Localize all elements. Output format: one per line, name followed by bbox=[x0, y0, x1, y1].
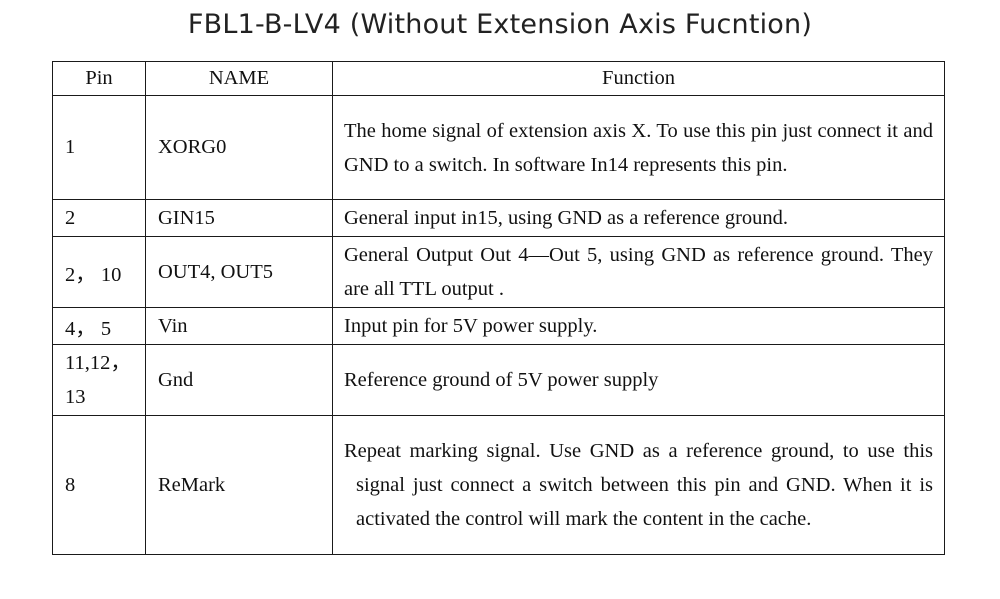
table-row: 4， 5 Vin Input pin for 5V power supply. bbox=[52, 307, 945, 345]
pin-cell: 8 bbox=[52, 415, 146, 555]
table-row: 2， 10 OUT4, OUT5 General Output Out 4—Ou… bbox=[52, 236, 945, 308]
pin-cell: 1 bbox=[52, 95, 146, 200]
name-cell: Vin bbox=[145, 307, 333, 345]
pin-cell: 4， 5 bbox=[52, 307, 146, 345]
table-header-row: Pin NAME Function bbox=[52, 61, 945, 96]
column-header-pin: Pin bbox=[52, 61, 146, 96]
name-cell: Gnd bbox=[145, 344, 333, 416]
column-header-function: Function bbox=[332, 61, 945, 96]
table-row: 1 XORG0 The home signal of extension axi… bbox=[52, 95, 945, 200]
pin-cell: 2 bbox=[52, 199, 146, 237]
function-cell: Repeat marking signal. Use GND as a refe… bbox=[332, 415, 945, 555]
function-cell: The home signal of extension axis X. To … bbox=[332, 95, 945, 200]
function-cell: General input in15, using GND as a refer… bbox=[332, 199, 945, 237]
table-row: 8 ReMark Repeat marking signal. Use GND … bbox=[52, 415, 945, 555]
pin-table: Pin NAME Function 1 XORG0 The home signa… bbox=[52, 61, 945, 555]
table-row: 2 GIN15 General input in15, using GND as… bbox=[52, 199, 945, 237]
function-cell: Input pin for 5V power supply. bbox=[332, 307, 945, 345]
name-cell: XORG0 bbox=[145, 95, 333, 200]
pin-cell: 2， 10 bbox=[52, 236, 146, 308]
name-cell: ReMark bbox=[145, 415, 333, 555]
name-cell: GIN15 bbox=[145, 199, 333, 237]
page-title: FBL1-B-LV4 (Without Extension Axis Fucnt… bbox=[187, 9, 813, 40]
pin-cell: 11,12，13 bbox=[52, 344, 146, 416]
table-row: 11,12，13 Gnd Reference ground of 5V powe… bbox=[52, 344, 945, 416]
pin-cell-text: 11,12，13 bbox=[65, 352, 131, 408]
column-header-name: NAME bbox=[145, 61, 333, 96]
name-cell: OUT4, OUT5 bbox=[145, 236, 333, 308]
function-cell: General Output Out 4—Out 5, using GND as… bbox=[332, 236, 945, 308]
function-cell-text: Repeat marking signal. Use GND as a refe… bbox=[344, 440, 933, 530]
function-cell: Reference ground of 5V power supply bbox=[332, 344, 945, 416]
